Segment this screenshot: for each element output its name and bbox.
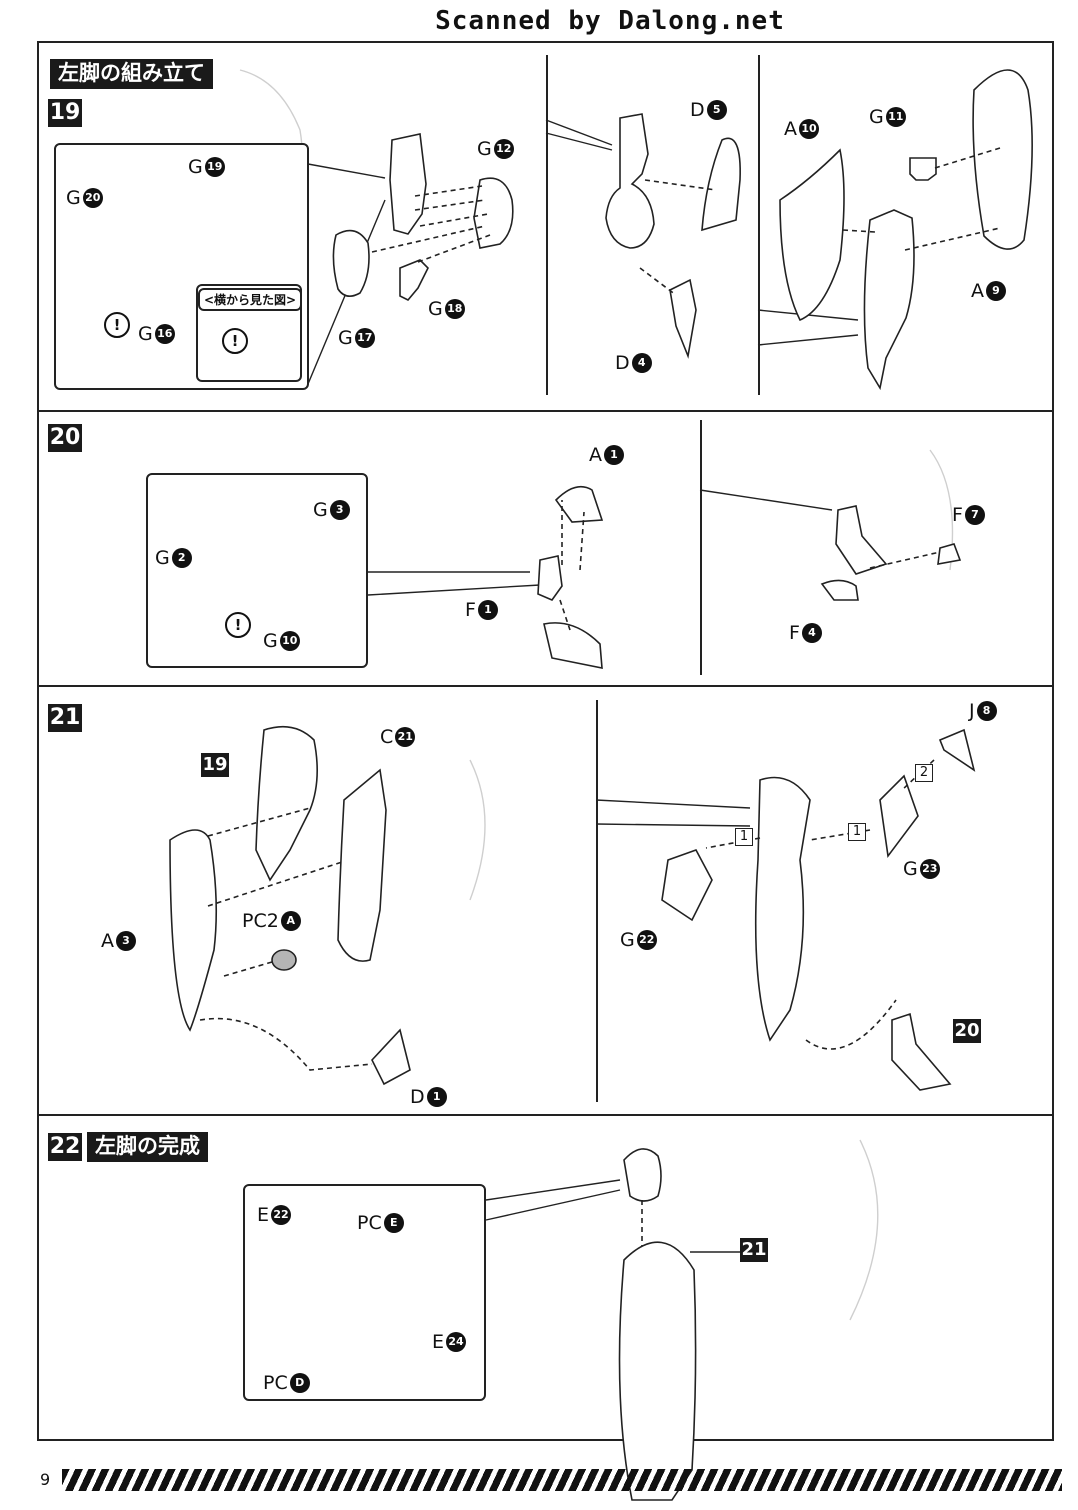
thigh-assembled-shape [605, 113, 655, 249]
step-20-number: 20 [48, 424, 82, 452]
part-g12-shape [473, 177, 514, 249]
part-f7-shape [937, 543, 962, 565]
leg-21-shape [618, 1241, 697, 1501]
sequence-marker-2: 2 [915, 764, 933, 782]
page-number: 9 [40, 1470, 51, 1489]
step-22-title: 左脚の完成 [87, 1132, 208, 1162]
step20-parts [207, 485, 962, 669]
part-j8-shape [938, 728, 976, 772]
part-c21-shape [337, 768, 387, 962]
step19-thigh-parts [307, 133, 514, 385]
side-view-label: <横から見た図> [198, 288, 303, 311]
thigh-19-shape [255, 725, 318, 882]
section-title: 左脚の組み立て [50, 59, 213, 89]
step19-panel3-parts [757, 69, 1033, 391]
part-d4-shape [669, 278, 697, 359]
sequence-marker-1-left: 1 [735, 828, 753, 846]
sequence-marker-1-right: 1 [848, 823, 866, 841]
part-d5-shape [701, 137, 741, 232]
scan-credit: Scanned by Dalong.net [435, 6, 785, 36]
step-21-number: 21 [48, 704, 82, 732]
page-frame [37, 41, 1054, 1441]
part-a9-shape [972, 69, 1033, 250]
part-g18-shape [399, 259, 429, 301]
part-f4-shape [820, 579, 859, 601]
hip-joint-shape [537, 555, 563, 601]
divider-19-20 [37, 410, 1054, 412]
part-a10-shape [779, 148, 845, 322]
lower-thigh-shape [863, 209, 915, 391]
step19-panel2-parts [545, 113, 741, 359]
warning-icon: ! [104, 312, 130, 338]
step21-parts [169, 725, 976, 1091]
divider-20-21 [37, 685, 1054, 687]
ref-step-21: 21 [740, 1238, 768, 1262]
hip-ball-shape [623, 1148, 662, 1202]
divider-21-22 [37, 1114, 1054, 1116]
divider-20-a [700, 420, 702, 675]
part-pc2a-shape [271, 949, 297, 971]
part-g11-shape [909, 157, 937, 181]
step-19-number: 19 [48, 99, 82, 127]
warning-icon-side: ! [222, 328, 248, 354]
leg-assembled-shape [754, 776, 811, 1042]
step19-detail-inset [54, 143, 309, 390]
warning-icon-step20: ! [225, 612, 251, 638]
part-a1-shape [554, 485, 604, 523]
part-g23-shape [879, 774, 919, 859]
ref-step-20: 20 [953, 1019, 981, 1043]
part-a3-shape [169, 829, 218, 1032]
divider-19-a [546, 55, 548, 395]
part-g22-shape [661, 849, 713, 922]
footer-stripes [62, 1469, 1062, 1491]
divider-19-b [758, 55, 760, 395]
ref-step-19: 19 [201, 753, 229, 777]
ankle-20-shape [891, 1012, 952, 1091]
part-f1-shape [543, 622, 603, 669]
part-d1-shape [371, 1028, 411, 1086]
ankle-assembly-shape [835, 505, 888, 575]
part-g17-shape [332, 229, 370, 297]
thigh-frame-shape [389, 133, 427, 235]
step-22-number: 22 [48, 1133, 82, 1161]
divider-21-a [596, 700, 598, 1102]
